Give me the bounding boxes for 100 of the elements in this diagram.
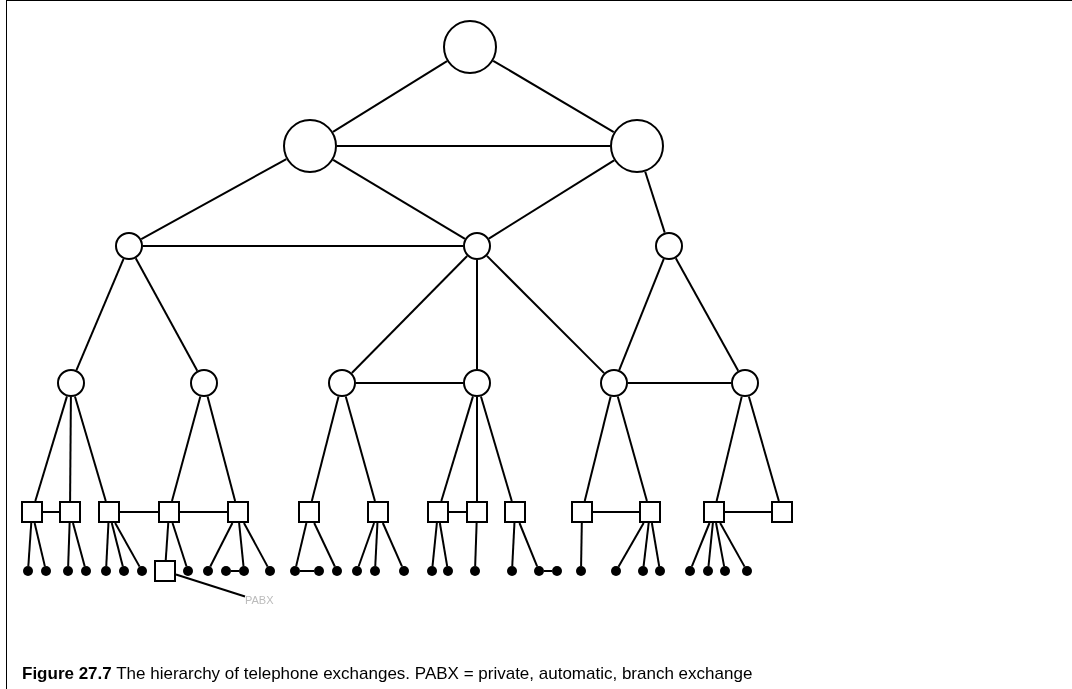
exchange-circle [190,369,218,397]
exchange-circle [115,232,143,260]
connection-line [142,245,464,247]
connection-line [644,170,666,234]
subscriber-dot [332,566,342,576]
exchange-square [298,501,320,523]
connection-line [350,254,469,375]
connection-line [238,522,245,568]
connection-line [476,259,478,370]
subscriber-dot [720,566,730,576]
subscriber-dot [552,566,562,576]
connection-line [642,522,650,568]
connection-line [627,382,732,384]
connection-line [114,522,141,568]
exchange-circle [443,20,497,74]
exchange-square [504,501,526,523]
connection-line [580,522,583,567]
subscriber-dot [183,566,193,576]
connection-line [617,522,645,568]
connection-line [171,395,202,502]
subscriber-dot [81,566,91,576]
connection-line [518,522,539,568]
connection-line [650,522,661,568]
connection-line [295,522,308,568]
label-text: PABX [245,594,274,606]
figure-caption: Figure 27.7 The hierarchy of telephone exchanges. PABX = private, automatic, branch exchange [22,664,753,684]
exchange-square [98,501,120,523]
connection-line [119,511,159,513]
connection-line [42,511,60,513]
connection-line [492,59,615,134]
connection-line [543,570,553,572]
exchange-circle [57,369,85,397]
connection-line [72,522,86,568]
connection-line [583,395,612,502]
subscriber-dot [427,566,437,576]
connection-line [140,158,288,241]
connection-line [299,570,315,572]
connection-line [75,257,125,372]
connection-line [440,395,474,502]
subscriber-dot [63,566,73,576]
exchange-circle [328,369,356,397]
connection-line [724,511,772,513]
subscriber-dot [370,566,380,576]
exchange-circle [463,232,491,260]
subscriber-dot [534,566,544,576]
connection-line [715,395,743,502]
exchange-circle [655,232,683,260]
exchange-circle [463,369,491,397]
subscriber-dot [703,566,713,576]
subscriber-dot [314,566,324,576]
subscriber-dot [399,566,409,576]
exchange-square [367,501,389,523]
exchange-square [154,560,176,582]
connection-line [479,395,513,502]
connection-line [179,511,228,513]
exchange-square [639,501,661,523]
connection-line [476,396,478,502]
connection-line [27,522,33,567]
connection-line [242,522,269,568]
connection-line [719,522,746,568]
connection-line [511,522,516,567]
exchange-square [227,501,249,523]
exchange-square [59,501,81,523]
connection-line [34,395,68,502]
connection-line [310,395,340,502]
connection-line [332,158,466,240]
subscriber-dot [352,566,362,576]
subscriber-dot [576,566,586,576]
connection-line [110,522,124,568]
connection-line [134,257,199,372]
connection-line [336,145,611,147]
exchange-square [771,501,793,523]
connection-line [381,522,403,568]
exchange-circle [731,369,759,397]
connection-line [616,395,648,502]
connection-line [73,395,107,502]
subscriber-dot [638,566,648,576]
connection-line [747,395,780,502]
subscriber-dot [23,566,33,576]
connection-line [707,522,714,568]
subscriber-dot [655,566,665,576]
connection-line [171,522,188,568]
connection-line [485,254,606,375]
exchange-circle [610,119,664,173]
exchange-square [466,501,488,523]
connection-line [313,522,336,568]
connection-line [67,522,71,567]
connection-line [33,522,46,568]
connection-line [448,511,467,513]
connection-line [431,522,438,568]
connection-line [331,60,449,133]
connection-line [715,522,726,568]
subscriber-dot [265,566,275,576]
exchange-square [703,501,725,523]
connection-line [374,522,379,567]
connection-line [690,522,711,568]
connection-line [105,522,110,567]
connection-line [618,258,665,371]
subscriber-dot [41,566,51,576]
connection-line [206,395,237,502]
